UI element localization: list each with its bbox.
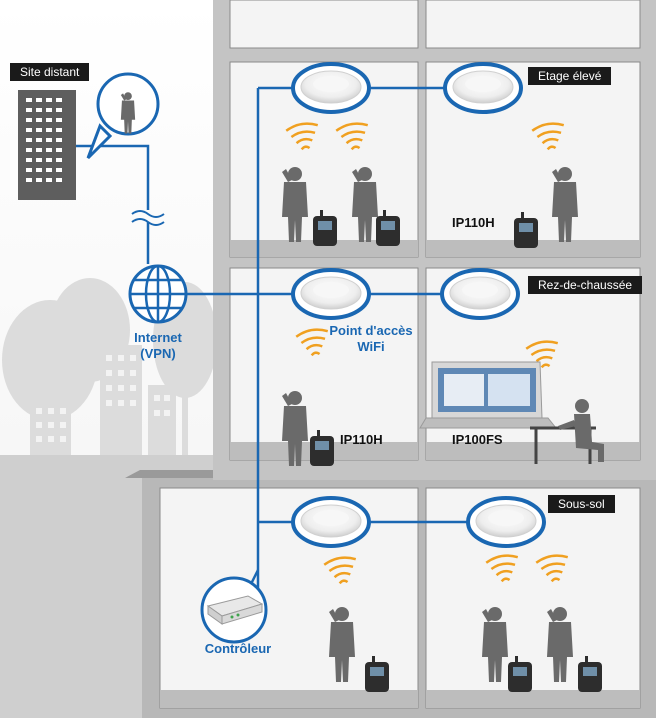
point-acces-label: Point d'accès WiFi <box>316 323 426 355</box>
office-tower-icon <box>18 90 76 200</box>
background-city-windows <box>36 355 170 442</box>
point-acces-label-line1: Point d'accès <box>329 323 413 338</box>
laptop-icon <box>419 361 558 429</box>
link-break-icon <box>131 210 165 226</box>
globe-icon <box>128 264 188 324</box>
controller-icon <box>200 576 268 644</box>
etage-eleve-tag: Etage élevé <box>528 67 612 85</box>
remote-user-bubble <box>86 72 160 160</box>
rez-de-chaussee-tag: Rez-de-chaussée <box>528 276 643 294</box>
point-acces-label-line2: WiFi <box>357 339 385 354</box>
sous-sol-tag: Sous-sol <box>548 495 615 513</box>
controleur-label: Contrôleur <box>204 641 272 656</box>
internet-label-line2: (VPN) <box>140 346 176 361</box>
internet-label-line1: Internet <box>134 330 182 345</box>
ip110h-mid-label: IP110H <box>340 432 383 447</box>
ip100fs-label: IP100FS <box>452 432 503 447</box>
site-distant-tag: Site distant <box>10 63 90 81</box>
floor-slabs <box>160 240 640 708</box>
seated-person-icon <box>558 399 604 462</box>
internet-label: Internet (VPN) <box>126 330 190 362</box>
network-lines <box>52 86 468 610</box>
ip110h-top-label: IP110H <box>452 215 495 230</box>
